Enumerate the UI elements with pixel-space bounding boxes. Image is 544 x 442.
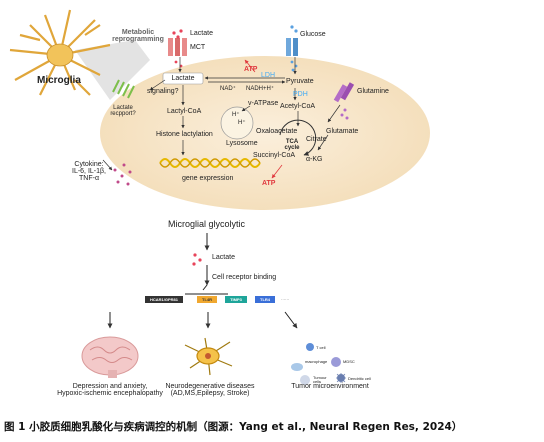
mdsc-label: MDSC <box>343 359 355 364</box>
lactate-receptor-label: Lactate recpport? <box>110 105 136 117</box>
lactate-top-label: Lactate <box>190 30 213 37</box>
lactate-box <box>162 72 204 85</box>
microglia-icon <box>9 9 111 96</box>
histone-lactylation-label: Histone lactylation <box>156 131 213 138</box>
receptor-more: ...... <box>281 296 290 302</box>
alpha-kg-label: α-KG <box>306 156 323 163</box>
nadh-label: NADH+H⁺ <box>246 86 275 92</box>
neuro-label: Neurodegenerative diseases (AD,MS,Epilep… <box>165 383 255 397</box>
figure-caption: 图 1 小胶质细胞乳酸化与疾病调控的机制（图源：Yang et al., Neu… <box>4 421 463 433</box>
v-atpase-label: v-ATPase <box>248 100 279 107</box>
receptor-timp3-label: TIMP3 <box>230 297 242 302</box>
tca-cycle-label: TCA cycle <box>284 139 300 151</box>
brain-icon <box>81 336 139 378</box>
h-plus-1: H⁺ <box>232 112 240 118</box>
atp-red-label: ATP <box>244 66 258 73</box>
atp-bottom-label: ATP <box>262 180 276 187</box>
macrophage-label: macrophage <box>305 359 328 364</box>
glucose-transporter-icon <box>286 38 298 56</box>
dendritic-cell-label: Dendritic cell <box>348 376 371 381</box>
cytokine-dots <box>113 163 132 186</box>
citrate-label: Citrate <box>306 136 327 143</box>
neuron-icon <box>184 337 233 376</box>
nad-label: NAD⁺ <box>220 86 236 92</box>
acetyl-coa-label: Acetyl-CoA <box>280 103 316 110</box>
lactate-dots <box>172 29 183 68</box>
ldh-label: LDH <box>261 72 276 79</box>
lactate-receptor-icon <box>112 79 135 99</box>
cell-receptor-binding-label: Cell receptor binding <box>212 274 277 281</box>
receptor-tlr4 <box>255 296 275 303</box>
cytokine-label: Cytokine: IL-6, IL-1β, TNF-α <box>72 161 106 182</box>
gene-expression-label: gene expression <box>182 175 234 182</box>
glutamate-label: Glutamate <box>326 128 359 135</box>
receptor-hcar1 <box>145 296 183 303</box>
lysosome-icon <box>220 106 254 140</box>
glutamine-dots <box>340 108 349 120</box>
receptor-tlr4-label: TLR4 <box>260 297 270 302</box>
glucose-label: Glucose <box>300 31 326 38</box>
signaling-label: signaling? <box>147 88 179 95</box>
receptor-timp3 <box>225 296 247 303</box>
metabolic-reprogramming-label: Metabolic reprogramming <box>112 29 164 43</box>
microglia-label: Microglia <box>37 75 81 86</box>
receptor-hcar1-label: HCAR1/GPR81 <box>149 297 178 302</box>
depression-label: Depression and anxiety, Hypoxic-ischemic… <box>57 383 163 397</box>
tca-cycle-icon <box>279 119 317 156</box>
tumour-cells-label: Tumour cells <box>313 375 327 385</box>
lactate-box-label: Lactate <box>171 75 195 82</box>
pdh-label: PDH <box>293 91 308 98</box>
succinyl-coa-label: Succinyl-CoA <box>253 152 296 159</box>
t-cell-label: T cell <box>316 345 326 350</box>
tumor-label: Tumor microenvironment <box>291 383 369 390</box>
zoom-projection <box>75 40 150 100</box>
tumor-env-icons <box>291 343 346 385</box>
bottom-lactate-label: Lactate <box>212 254 235 261</box>
lysosome-label: Lysosome <box>226 140 258 147</box>
h-plus-2: H⁺ <box>238 120 246 126</box>
mct-label: MCT <box>190 44 206 51</box>
glutamine-transporter-icon <box>333 82 355 103</box>
oxaloacetate-label: Oxaloacetate <box>256 128 298 135</box>
receptor-ti4r-label: TI-4R <box>202 297 212 302</box>
receptor-ti4r <box>197 296 217 303</box>
lactyl-coa-label: Lactyl-CoA <box>167 108 202 115</box>
pyruvate-label: Pyruvate <box>286 78 314 85</box>
bottom-lactate-dots <box>192 253 202 266</box>
glutamine-label: Glutamine <box>357 88 389 95</box>
microglial-glycolytic-label: Microglial glycolytic <box>168 219 246 229</box>
mct-transporter-icon <box>168 38 187 56</box>
